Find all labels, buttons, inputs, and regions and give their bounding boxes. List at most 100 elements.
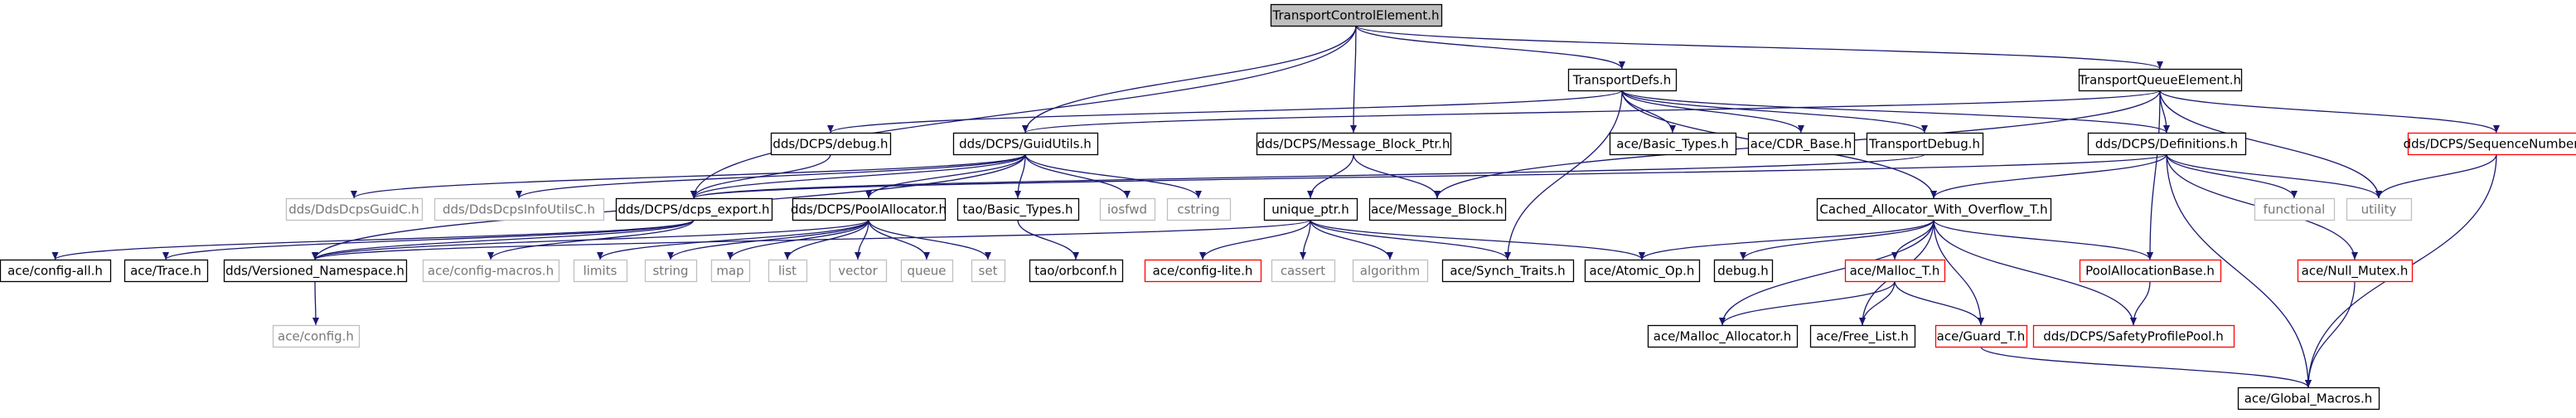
node-basic[interactable]: ace/Basic_Types.h xyxy=(1609,132,1737,156)
node-label: ace/Synch_Traits.h xyxy=(1450,264,1565,279)
node-safety[interactable]: dds/DCPS/SafetyProfilePool.h xyxy=(2032,324,2235,348)
node-debug[interactable]: dds/DCPS/debug.h xyxy=(770,132,892,156)
edge-seqnum-to-utility xyxy=(2375,153,2497,199)
edge-taobasic-to-orbconf xyxy=(1017,219,1079,260)
node-label: algorithm xyxy=(1360,264,1420,279)
node-pab[interactable]: PoolAllocationBase.h xyxy=(2079,259,2222,283)
edge-defn-to-utility xyxy=(2166,153,2382,199)
node-vns[interactable]: dds/Versioned_Namespace.h xyxy=(223,259,408,283)
node-taobasic[interactable]: tao/Basic_Types.h xyxy=(956,197,1080,221)
edge-pool-to-limits xyxy=(597,219,869,260)
node-export[interactable]: dds/DCPS/dcps_export.h xyxy=(615,197,773,221)
edge-guid-to-iosfwd xyxy=(1024,153,1131,199)
node-box xyxy=(1368,197,1507,221)
edge-defn-to-functional xyxy=(2166,153,2298,199)
node-queue[interactable]: TransportQueueElement.h xyxy=(2078,68,2243,92)
node-functional: functional xyxy=(2254,197,2336,221)
node-seqnum[interactable]: dds/DCPS/SequenceNumber.h xyxy=(2404,132,2576,156)
node-debugh[interactable]: debug.h xyxy=(1713,259,1774,283)
edge-root-to-guid xyxy=(1022,25,1357,134)
node-label: iosfwd xyxy=(1107,202,1147,217)
edge-defn-to-cached xyxy=(1930,153,2167,199)
node-label: ace/config-all.h xyxy=(7,264,103,279)
node-box xyxy=(2078,68,2243,92)
edge-defs-to-cdr xyxy=(1621,90,1804,134)
edge-root-to-defs xyxy=(1355,25,1625,70)
edge-cached-to-guardt xyxy=(1933,219,1984,326)
edge-pool-to-set xyxy=(868,219,991,260)
node-label: TransportQueueElement.h xyxy=(2078,73,2241,88)
node-box xyxy=(1934,324,2028,348)
edge-nullmutex-to-gmacros xyxy=(2305,280,2356,388)
edge-malloct-to-mallocalloc xyxy=(1719,280,1896,326)
node-box xyxy=(1029,259,1124,283)
node-guid[interactable]: dds/DCPS/GuidUtils.h xyxy=(952,132,1099,156)
node-label: dds/DCPS/Message_Block_Ptr.h xyxy=(1257,137,1450,153)
node-mbp[interactable]: dds/DCPS/Message_Block_Ptr.h xyxy=(1256,132,1452,156)
node-box xyxy=(2254,197,2336,221)
node-defs[interactable]: TransportDefs.h xyxy=(1567,68,1678,92)
node-tdebug[interactable]: TransportDebug.h xyxy=(1866,132,1984,156)
node-gmacros[interactable]: ace/Global_Macros.h xyxy=(2237,386,2380,411)
edge-defn-to-export xyxy=(690,153,2167,199)
edge-pool-to-qstd xyxy=(868,219,930,260)
node-box xyxy=(1584,259,1701,283)
node-box xyxy=(792,197,947,221)
node-box xyxy=(2346,197,2413,221)
node-mallocalloc[interactable]: ace/Malloc_Allocator.h xyxy=(1647,324,1799,348)
node-box xyxy=(1747,132,1856,156)
node-box xyxy=(971,259,1006,283)
node-box xyxy=(1809,324,1916,348)
node-root[interactable]: TransportControlElement.h xyxy=(1270,3,1443,27)
node-label: ace/Basic_Types.h xyxy=(1616,137,1728,153)
edge-tdebug-to-export xyxy=(690,153,1925,199)
node-pool[interactable]: dds/DCPS/PoolAllocator.h xyxy=(791,197,947,221)
node-label: Cached_Allocator_With_Overflow_T.h xyxy=(1819,202,2047,218)
node-box xyxy=(770,132,892,156)
node-box xyxy=(573,259,628,283)
node-cfgall[interactable]: ace/config-all.h xyxy=(0,259,112,283)
node-label: vector xyxy=(838,264,878,279)
node-box xyxy=(615,197,773,221)
node-freelist[interactable]: ace/Free_List.h xyxy=(1809,324,1916,348)
node-defn[interactable]: dds/DCPS/Definitions.h xyxy=(2087,132,2247,156)
edge-malloct-to-freelist xyxy=(1859,280,1896,326)
node-label: functional xyxy=(2264,202,2326,217)
node-label: cstring xyxy=(1177,202,1219,217)
node-box xyxy=(952,132,1099,156)
edge-defn-to-gmacros xyxy=(2166,153,2312,388)
node-mblock[interactable]: ace/Message_Block.h xyxy=(1368,197,1507,221)
node-label: ace/Guard_T.h xyxy=(1937,329,2026,345)
node-trace[interactable]: ace/Trace.h xyxy=(123,259,209,283)
node-box xyxy=(2087,132,2247,156)
node-nullmutex[interactable]: ace/Null_Mutex.h xyxy=(2297,259,2414,283)
node-box xyxy=(1271,259,1336,283)
edge-root-to-mbp xyxy=(1350,25,1358,134)
edge-uptr-to-cfglite xyxy=(1199,219,1311,260)
node-list: list xyxy=(767,259,808,283)
node-cached[interactable]: Cached_Allocator_With_Overflow_T.h xyxy=(1816,197,2052,221)
node-uptr[interactable]: unique_ptr.h xyxy=(1263,197,1358,221)
node-orbconf[interactable]: tao/orbconf.h xyxy=(1029,259,1124,283)
node-utility: utility xyxy=(2346,197,2413,221)
node-box xyxy=(900,259,954,283)
node-synch[interactable]: ace/Synch_Traits.h xyxy=(1441,259,1575,283)
node-label: ace/Malloc_Allocator.h xyxy=(1654,329,1791,345)
node-guidc: dds/DdsDcpsGuidC.h xyxy=(285,197,424,221)
node-set: set xyxy=(971,259,1006,283)
node-label: utility xyxy=(2361,202,2397,217)
node-box xyxy=(1844,259,1946,283)
node-box xyxy=(1256,132,1452,156)
node-malloct[interactable]: ace/Malloc_T.h xyxy=(1844,259,1946,283)
node-cfglite[interactable]: ace/config-lite.h xyxy=(1144,259,1262,283)
node-label: dds/DdsDcpsInfoUtilsC.h xyxy=(443,202,595,217)
edge-defs-to-synch xyxy=(1504,90,1623,260)
node-label: dds/DCPS/dcps_export.h xyxy=(617,202,769,218)
node-label: debug.h xyxy=(1717,264,1769,279)
node-cdr[interactable]: ace/CDR_Base.h xyxy=(1747,132,1856,156)
node-config: ace/config.h xyxy=(272,324,361,348)
node-atomic[interactable]: ace/Atomic_Op.h xyxy=(1584,259,1701,283)
node-guardt[interactable]: ace/Guard_T.h xyxy=(1934,324,2028,348)
edge-uptr-to-cassert xyxy=(1300,219,1311,260)
